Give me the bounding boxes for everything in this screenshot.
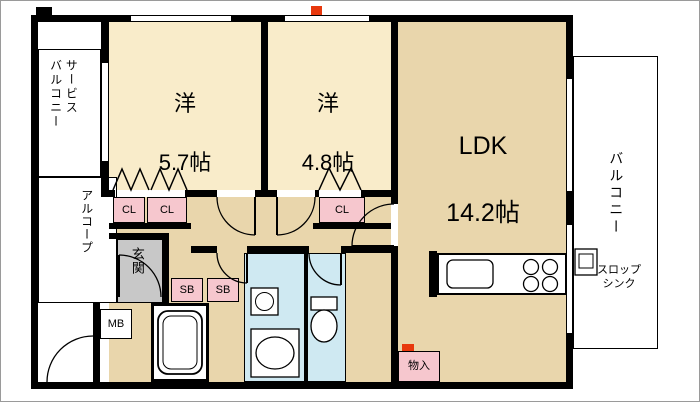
red-mark-storage [402,344,414,351]
wall-genkan-top [109,233,169,239]
folding-door-closet2 [318,166,362,192]
toilet-tank [310,296,338,311]
wall-bottom [31,382,573,389]
wall-rooms-bottom-e [361,190,391,197]
room1-floor [109,22,261,190]
closet-2: CL [147,197,187,223]
wall-closet1-bottom [109,223,191,229]
wall-rooms-bottom-a [109,190,115,197]
door-arc-room2 [276,196,316,236]
room1-label: 洋 5.7帖 [159,59,212,207]
door-arc-washroom [216,252,248,284]
wall-rooms-bottom-c [255,190,277,197]
door-arc-entrance [118,254,162,298]
meter-box-label: MB [107,317,125,330]
kitchen-sink [446,259,494,289]
room1-size: 5.7帖 [158,150,212,176]
genkan-area [117,239,163,303]
wall-rooms-bottom-b [185,190,217,197]
window-room1-top [131,15,231,22]
room2-floor [268,22,391,190]
wall-closet3-bottom [313,223,391,229]
wall-hall-c [341,246,391,253]
shoe-box-1-label: SB [179,283,195,296]
red-mark-top [311,6,322,15]
wall-hall-a [191,246,217,253]
storage-box: 物入 [398,351,440,382]
closet-2-label: CL [159,203,175,216]
storage-box-label: 物入 [408,360,430,372]
alcove [38,177,117,303]
slop-sink-basin [578,253,594,269]
stove-burner-2 [541,258,559,276]
window-room2-top [285,15,369,22]
wall-left-lower [93,303,100,382]
ldk-floor [398,22,566,382]
room2-size: 4.8帖 [301,150,355,176]
shoe-box-1: SB [171,278,203,302]
wall-rooms-bottom-d [315,190,319,197]
alcove-label: アルコープ [79,189,94,254]
service-balcony-label: サービス バルコニー [48,59,79,129]
bathtub-inner [162,315,198,370]
corner-mark [36,7,52,15]
wall-genkan-right [163,233,169,303]
balcony-label: バルコニー [608,151,625,236]
slop-sink-label: スロップ シンク [597,264,641,290]
stove-burner-1 [522,258,540,276]
wall-kitchen-stub [429,251,437,297]
door-arc-toilet [308,252,342,286]
service-balcony [38,49,101,177]
ldk-label: LDK 14.2帖 [446,96,520,265]
closet-1-label: CL [121,203,137,216]
shoe-box-2-label: SB [215,283,231,296]
door-arc-porch [46,335,94,383]
wall-left [31,15,38,389]
window-room1-left [101,63,109,161]
wall-room2-ldk [391,15,398,204]
meter-box: MB [100,309,132,339]
washing-machine-drum [255,292,274,311]
vanity-basin [255,336,295,370]
shoe-box-2: SB [207,278,239,302]
genkan-label: 玄関 [129,247,145,275]
window-ldk-right-lower [566,225,573,333]
wall-toilet-partition [304,253,308,382]
closet-3-label: CL [334,203,350,216]
door-arc-room1 [216,196,256,236]
room1-name: 洋 [173,90,196,116]
room2-name: 洋 [316,90,339,116]
closet-3: CL [319,197,365,223]
wall-hall-b [247,246,309,253]
room2-label: 洋 4.8帖 [302,59,355,207]
window-ldk-right-upper [566,79,573,191]
wall-room1-room2 [261,15,268,197]
folding-door-closet1a [112,167,150,192]
toilet-bowl [310,309,338,343]
ldk-name: LDK [458,131,508,160]
door-arc-ldk [351,203,395,247]
balcony [573,56,658,349]
wall-hall-ldk [391,246,398,389]
folding-door-closet1b [150,167,188,192]
stove-burner-3 [522,275,540,293]
ldk-size: 14.2帖 [446,199,520,228]
closet-1: CL [113,197,145,223]
stove-burner-4 [541,275,559,293]
wall-right [566,15,573,389]
